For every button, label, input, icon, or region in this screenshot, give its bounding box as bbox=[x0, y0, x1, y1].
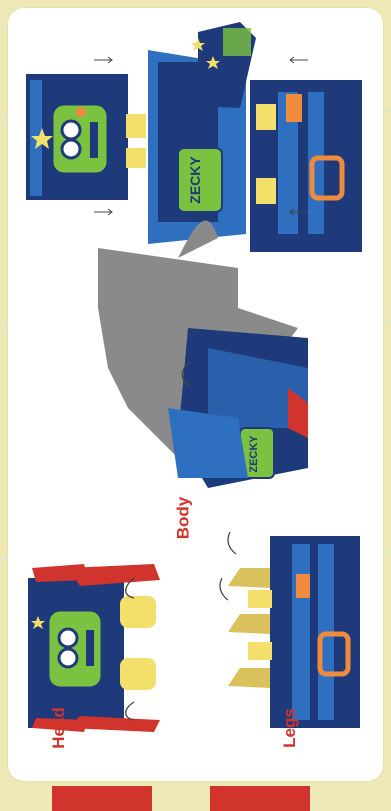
assembled-robot: ZECKY bbox=[26, 22, 362, 252]
antenna-dot bbox=[76, 107, 86, 117]
assembly-illustration: ZECKY bbox=[8, 8, 383, 781]
zecky-text: ZECKY bbox=[187, 156, 203, 204]
bottom-tab-right bbox=[210, 786, 310, 811]
instruction-panel: ZECKY bbox=[8, 8, 383, 781]
label-legs: Legs bbox=[280, 708, 300, 748]
bottom-tab-left bbox=[52, 786, 152, 811]
zecky-text-small: ZECKY bbox=[248, 435, 260, 473]
legs-net bbox=[220, 532, 360, 728]
label-body: Body bbox=[173, 497, 193, 540]
body-fold-step: ZECKY bbox=[98, 221, 308, 488]
label-head: Head bbox=[49, 707, 69, 749]
